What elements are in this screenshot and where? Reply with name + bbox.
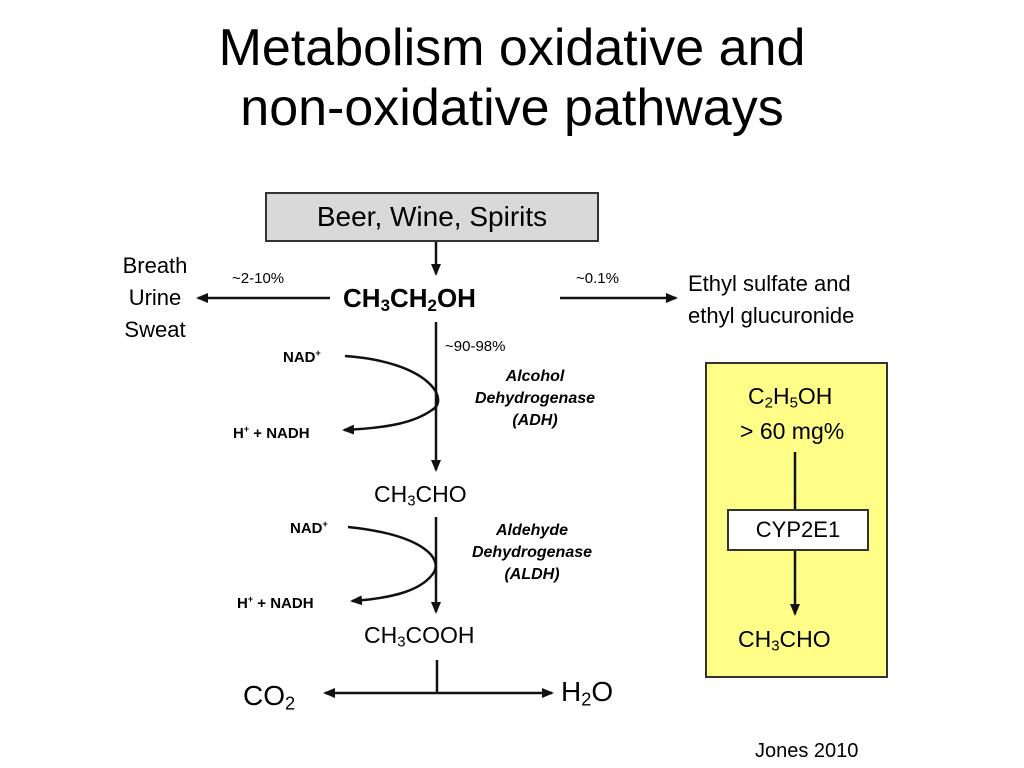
nad-1-charge: + [315,348,321,358]
aldh-line-3: (ALDH) [504,566,560,583]
ethanol-part-2: CH [389,283,428,313]
enzyme-aldh: Aldehyde Dehydrogenase (ALDH) [450,520,614,586]
acetic-acid-formula: CH3COOH [364,622,475,651]
h2o-sub: 2 [581,689,592,710]
meos-threshold: > 60 mg% [740,418,845,444]
h-2-charge: + [247,594,254,604]
h2o-part-1: H [561,676,582,707]
co2-formula: CO2 [243,680,295,715]
co2-part: CO [243,680,285,711]
meos-product-sub: 3 [771,637,780,655]
slide-title: Metabolism oxidative and non-oxidative p… [0,18,1024,138]
excretion-urine: Urine [128,285,182,310]
arrow-cofactor-1 [342,354,440,435]
meos-ethanol-formula: C2H5OH [748,383,832,412]
ethanol-sub-1: 3 [380,296,390,316]
aldh-line-1: Aldehyde [495,522,568,539]
meos-ethanol-sub-1: 2 [764,394,773,412]
oxidation-percentage: ~90-98% [445,338,506,355]
acetaldehyde-sub: 3 [407,492,416,510]
ethanol-part-3: OH [436,283,476,313]
h2o-formula: H2O [561,676,613,711]
source-box: Beer, Wine, Spirits [265,192,599,242]
title-line-2: non-oxidative pathways [240,79,784,137]
conjugate-line-2: ethyl glucuronide [688,303,855,328]
meos-ethanol-part-3: OH [797,383,833,409]
conjugate-percentage: ~0.1% [576,270,619,287]
cofactor-nad-1: NAD+ [283,348,321,366]
ethanol-part-1: CH [343,283,381,313]
cofactor-nad-2: NAD+ [290,519,328,537]
meos-product-formula: CH3CHO [738,626,831,655]
excretion-sweat: Sweat [124,317,186,342]
meos-product-part-1: CH [738,626,772,652]
adh-line-3: (ADH) [512,412,558,429]
meos-ethanol-part-1: C [748,383,765,409]
arrow-cofactor-2 [347,525,437,606]
nad-2-label: NAD [290,520,323,537]
co2-sub: 2 [285,693,296,714]
ethanol-formula: CH3CH2OH [343,283,476,316]
adh-line-1: Alcohol [505,368,565,385]
meos-ethanol-part-2: H [772,383,790,409]
cyp2e1-box: CYP2E1 [727,509,869,551]
acetaldehyde-part-2: CHO [415,481,467,507]
acetic-acid-sub: 3 [397,633,406,651]
conjugate-products: Ethyl sulfate and ethyl glucuronide [688,268,854,332]
nad-2-charge: + [322,519,328,529]
enzyme-adh: Alcohol Dehydrogenase (ADH) [455,366,615,432]
excretion-percentage: ~2-10% [232,270,285,287]
acetic-acid-part-2: COOH [405,622,475,648]
acetic-acid-part-1: CH [364,622,398,648]
h-1-charge: + [243,424,250,434]
cofactor-nadh-2: H+ + NADH [237,594,314,612]
title-line-1: Metabolism oxidative and [218,19,806,77]
meos-product-part-2: CHO [779,626,831,652]
ethanol-sub-2: 2 [427,296,437,316]
nad-1-label: NAD [283,349,316,366]
acetaldehyde-formula: CH3CHO [374,481,467,510]
h-1-label: H [233,425,244,442]
excretion-breath: Breath [122,253,188,278]
meos-ethanol-sub-2: 5 [789,394,798,412]
excretion-routes: Breath Urine Sweat [116,250,194,346]
aldh-line-2: Dehydrogenase [471,544,593,561]
cofactor-nadh-1: H+ + NADH [233,424,310,442]
nadh-1-label: + NADH [249,425,310,442]
adh-line-2: Dehydrogenase [474,390,596,407]
conjugate-line-1: Ethyl sulfate and [688,271,851,296]
nadh-2-label: + NADH [253,595,314,612]
citation: Jones 2010 [755,740,859,762]
h-2-label: H [237,595,248,612]
h2o-part-2: O [591,676,614,707]
acetaldehyde-part-1: CH [374,481,408,507]
